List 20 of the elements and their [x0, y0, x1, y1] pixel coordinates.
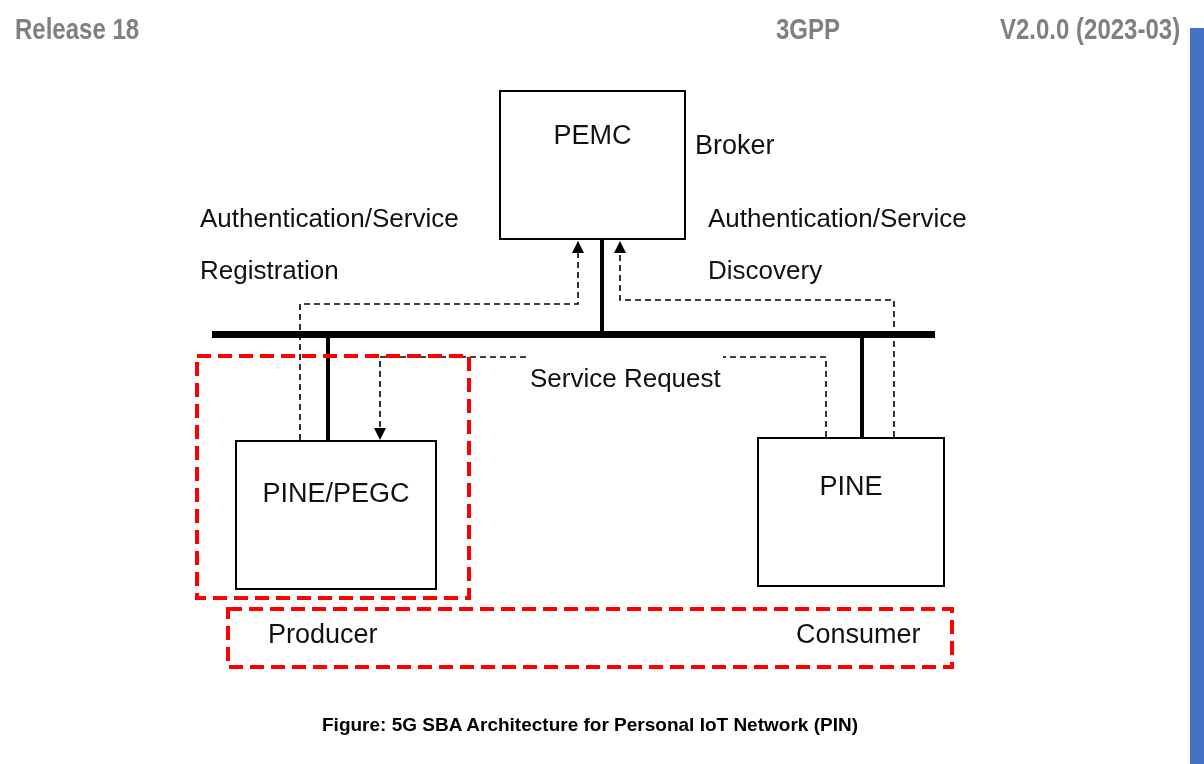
release-label: Release 18	[15, 12, 140, 46]
group-frame	[195, 354, 471, 600]
entity-box	[235, 440, 437, 590]
role-label: Consumer	[796, 619, 921, 650]
organization-label: 3GPP	[776, 12, 841, 46]
arrow	[614, 240, 895, 438]
connector-line	[860, 338, 864, 437]
figure-caption: Figure: 5G SBA Architecture for Personal IoT Network (PIN)	[321, 714, 859, 736]
arrow	[299, 240, 584, 441]
connector-line	[600, 240, 604, 331]
side-bar	[1190, 28, 1204, 764]
role-label: Producer	[268, 619, 378, 650]
version-label: V2.0.0 (2023-03)	[1000, 12, 1181, 46]
role-frame	[226, 607, 954, 669]
node-label: PINE	[818, 471, 884, 502]
entity-box	[757, 437, 945, 587]
connector-line	[326, 338, 330, 440]
node-label: PEMC	[552, 120, 633, 151]
role-note: Broker	[695, 130, 775, 161]
node-label: PINE/PEGC	[261, 478, 411, 509]
